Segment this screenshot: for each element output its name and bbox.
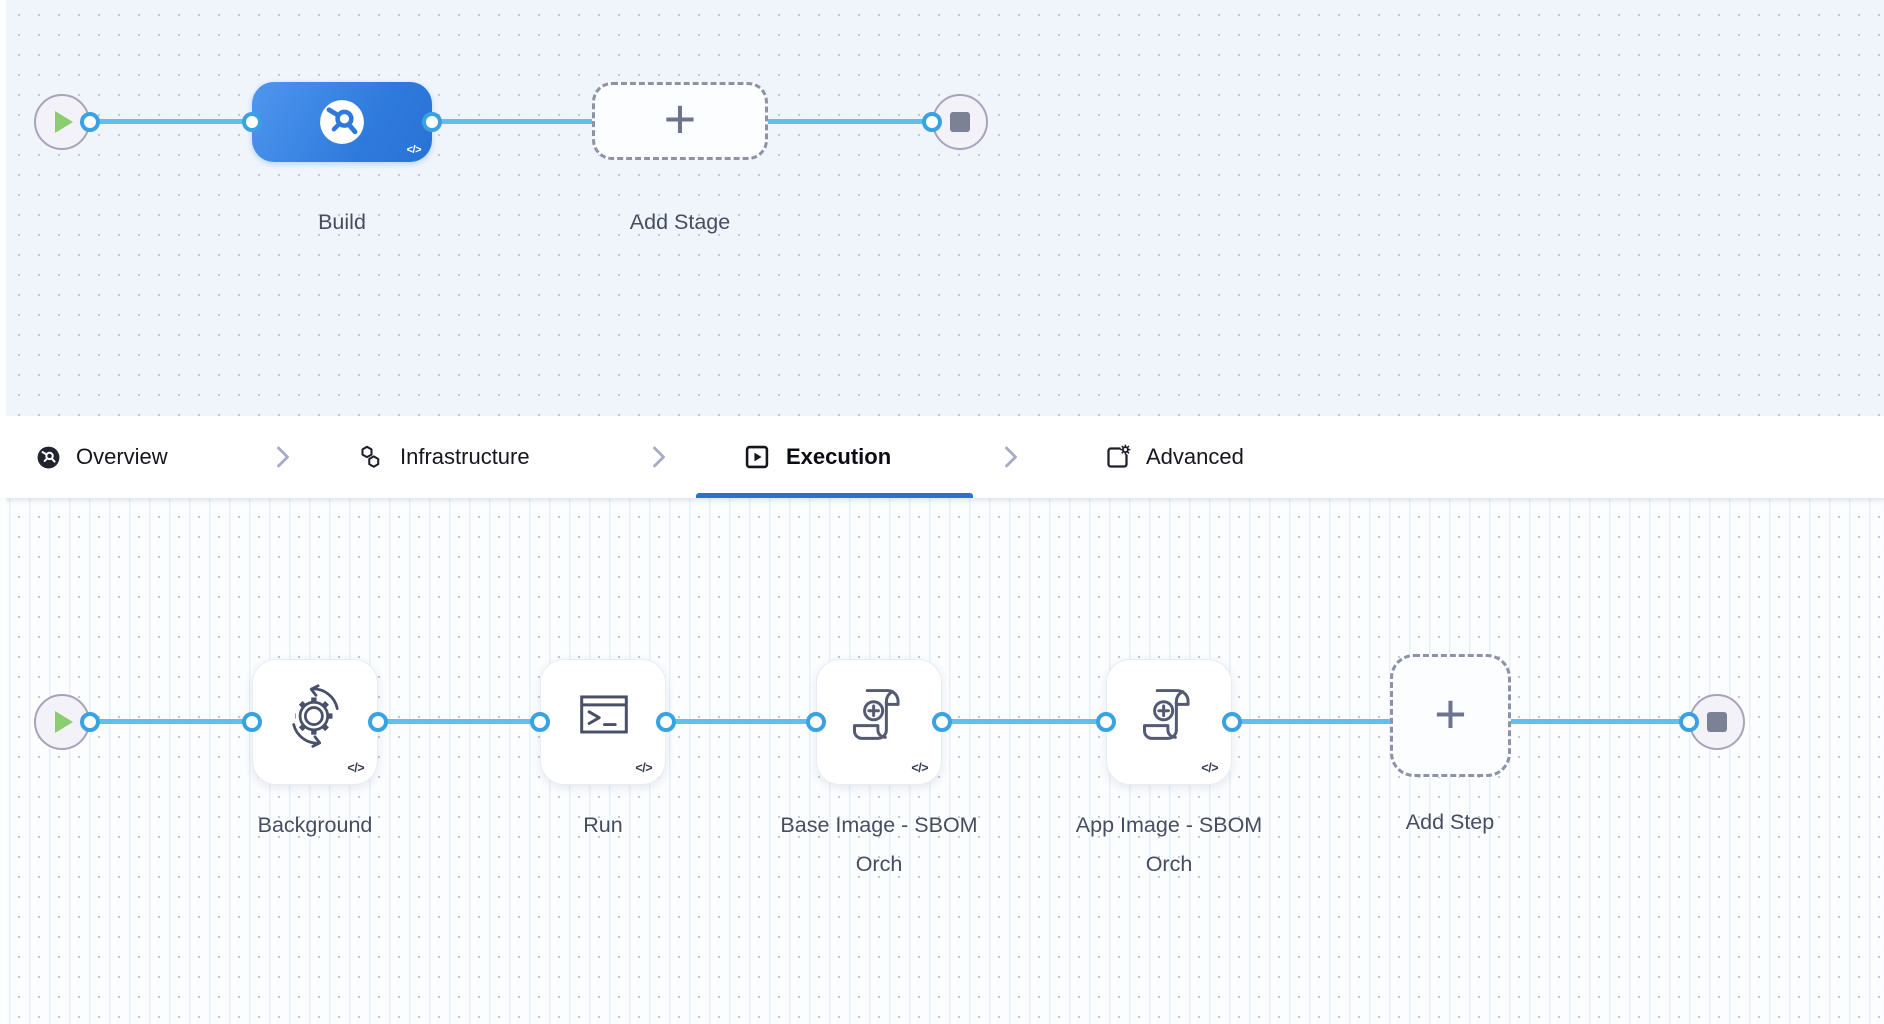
hexagons-icon [361,445,380,468]
stage-label-build: Build [318,210,366,234]
code-view-badge[interactable]: </> [1201,761,1218,775]
step-card-base-image-sbom-orch[interactable]: </> [816,659,942,785]
step-label-run: Run [583,813,623,837]
plus-icon: + [663,87,697,150]
stage-config-tabbar: Overview Infrastructure Execution Advanc… [0,416,1884,498]
tab-overview[interactable]: Overview [36,416,168,498]
tab-overview-label: Overview [76,444,168,469]
tab-execution-label: Execution [786,444,892,469]
gear-sync-icon [292,684,339,748]
tab-infrastructure[interactable]: Infrastructure [358,416,530,498]
connector-port [242,712,262,732]
stop-icon [1707,712,1727,732]
play-icon [54,711,73,733]
play-square-icon [745,445,769,469]
code-view-badge[interactable]: </> [911,761,928,775]
page-gear-icon [1107,443,1131,468]
connector-port [422,112,442,132]
connector-port [1096,712,1116,732]
chevron-right-icon [653,446,665,468]
terminal-icon [580,695,628,734]
add-step-button[interactable]: + [1390,654,1511,777]
code-view-badge[interactable]: </> [347,761,364,775]
ci-overview-icon [37,446,60,468]
connector-port [368,712,388,732]
active-tab-underline [696,493,973,498]
chevron-right-icon [1005,446,1017,468]
add-stage-label: Add Stage [629,210,731,234]
tab-advanced[interactable]: Advanced [1104,416,1244,498]
step-label-background: Background [257,813,373,837]
step-card-background[interactable]: </> [252,659,378,785]
connector-port [1679,712,1699,732]
add-step-label: Add Step [1405,810,1495,834]
connector-port [242,112,262,132]
tab-advanced-label: Advanced [1146,444,1244,469]
connector-port [530,712,550,732]
connector-port [932,712,952,732]
sbom-scroll-icon [1143,689,1190,740]
connector-port [80,112,100,132]
sbom-scroll-icon [853,689,900,740]
step-label-base-image-sbom-orch: Base Image - SBOM Orch [780,813,978,876]
connection-line [90,119,932,124]
execution-canvas[interactable]: </> </> </> </> [0,498,1884,1024]
code-view-badge[interactable]: </> [406,144,422,156]
connector-port [656,712,676,732]
connector-port [806,712,826,732]
add-stage-button[interactable]: + [592,82,768,160]
stage-canvas[interactable]: </> + Build Add Stage [0,0,1884,416]
play-icon [54,111,73,133]
tab-execution[interactable]: Execution [743,416,891,498]
chevron-right-icon [277,446,289,468]
code-view-badge[interactable]: </> [635,761,652,775]
tab-infrastructure-label: Infrastructure [400,444,530,469]
step-label-app-image-sbom-orch: App Image - SBOM Orch [1075,813,1263,876]
stop-icon [950,112,970,132]
connector-port [1222,712,1242,732]
step-card-app-image-sbom-orch[interactable]: </> [1106,659,1232,785]
step-card-run[interactable]: </> [540,659,666,785]
connector-port [922,112,942,132]
plus-icon: + [1434,681,1467,745]
ci-build-icon [320,100,364,144]
stage-node-build[interactable]: </> [252,82,432,162]
connector-port [80,712,100,732]
